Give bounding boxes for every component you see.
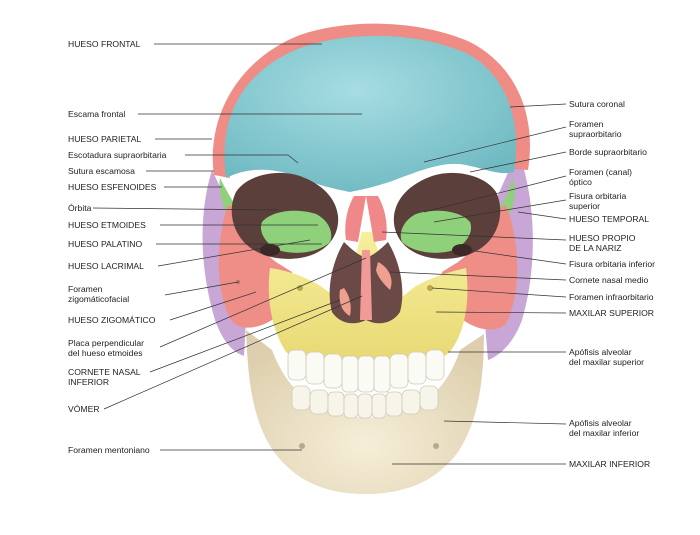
label-fisura-inf: Fisura orbitaria inferior — [569, 259, 655, 269]
label-hueso-zigomatico: HUESO ZIGOMÁTICO — [68, 315, 156, 325]
label-borde-supra: Borde supraorbitario — [569, 147, 647, 157]
inferior-concha — [339, 288, 351, 316]
label-orbita: Órbita — [68, 203, 92, 213]
label-hueso-parietal: HUESO PARIETAL — [68, 134, 142, 144]
mental-foramen-right — [433, 443, 439, 449]
mandible — [246, 330, 484, 494]
label-foramen-zig-1: Foramen — [68, 284, 103, 294]
orbit-pit-right — [452, 244, 472, 256]
label-vomer: VÓMER — [68, 404, 100, 414]
infraorbital-foramen-left — [297, 285, 303, 291]
label-foramen-mentoniano: Foramen mentoniano — [68, 445, 150, 455]
label-foramen-optico-1: Foramen (canal) — [569, 167, 633, 177]
label-apofisis-sup-2: del maxilar superior — [569, 357, 644, 367]
label-placa-2: del hueso etmoides — [68, 348, 143, 358]
label-foramen-zig-2: zigomáticofacial — [68, 294, 130, 304]
frontal-bone — [224, 35, 517, 192]
label-foramen-optico-2: óptico — [569, 177, 592, 187]
leader-lines — [92, 43, 567, 465]
label-apofisis-inf-1: Apófisis alveolar — [569, 418, 632, 428]
label-cornete-inf-1: CORNETE NASAL — [68, 367, 141, 377]
label-apofisis-inf-2: del maxilar inferior — [569, 428, 640, 438]
orbit-pit-left — [260, 244, 280, 256]
label-hueso-temporal: HUESO TEMPORAL — [569, 214, 650, 224]
label-escama-frontal: Escama frontal — [68, 109, 126, 119]
label-cornete-inf-2: INFERIOR — [68, 377, 110, 387]
orbit-wall-left — [260, 210, 332, 253]
label-hueso-lacrimal: HUESO LACRIMAL — [68, 261, 144, 271]
label-escotadura: Escotadura supraorbitaria — [68, 150, 167, 160]
middle-concha — [376, 262, 392, 290]
nasal-septum — [360, 250, 372, 320]
label-hueso-palatino: HUESO PALATINO — [68, 239, 143, 249]
label-maxilar-inferior: MAXILAR INFERIOR — [569, 459, 651, 469]
label-fisura-sup-1: Fisura orbitaria — [569, 191, 627, 201]
mental-foramen — [299, 443, 305, 449]
label-fisura-sup-2: superior — [569, 201, 601, 211]
label-foramen-supra-2: supraorbitario — [569, 129, 622, 139]
label-foramen-supra-1: Foramen — [569, 119, 604, 129]
label-hueso-propio-1: HUESO PROPIO — [569, 233, 636, 243]
nasal-bone — [345, 196, 387, 242]
label-cornete-medio: Cornete nasal medio — [569, 275, 649, 285]
label-hueso-propio-2: DE LA NARIZ — [569, 243, 622, 253]
label-hueso-frontal: HUESO FRONTAL — [68, 39, 141, 49]
infraorbital-foramen — [427, 285, 433, 291]
label-sutura-coronal: Sutura coronal — [569, 99, 625, 109]
label-sutura-escamosa: Sutura escamosa — [68, 166, 135, 176]
orbit-wall-right — [400, 210, 472, 253]
label-maxilar-superior: MAXILAR SUPERIOR — [569, 308, 655, 318]
label-hueso-etmoides: HUESO ETMOIDES — [68, 220, 146, 230]
label-hueso-esfenoides: HUESO ESFENOIDES — [68, 182, 157, 192]
label-placa-1: Placa perpendicular — [68, 338, 144, 348]
label-apofisis-sup-1: Apófisis alveolar — [569, 347, 632, 357]
upper-teeth — [287, 349, 445, 393]
label-foramen-infra: Foramen infraorbitario — [569, 292, 654, 302]
lower-teeth — [291, 385, 439, 419]
